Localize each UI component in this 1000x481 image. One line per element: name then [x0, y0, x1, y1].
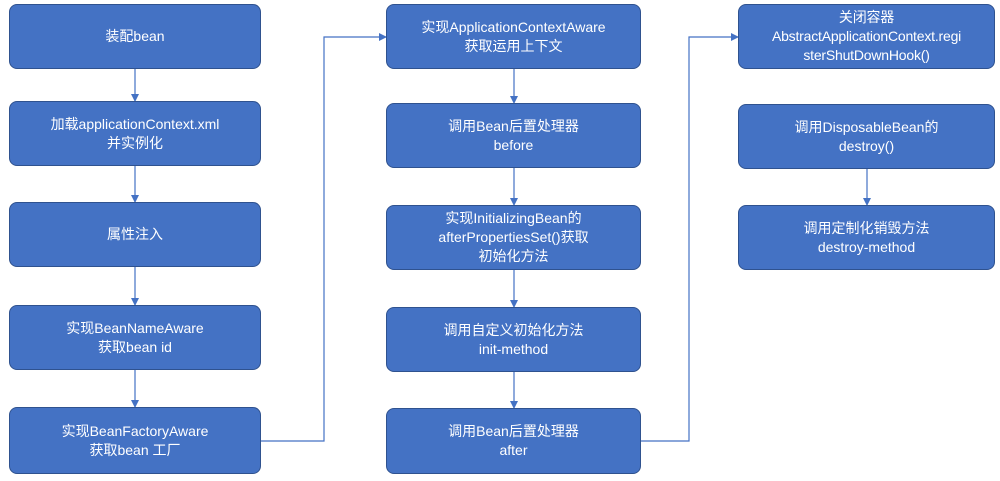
- node-init-method: 调用自定义初始化方法 init-method: [386, 307, 641, 372]
- node-text-line: after: [499, 442, 528, 458]
- node-text-line: init-method: [478, 340, 549, 357]
- node-bean-factory-aware: 实现BeanFactoryAware 获取bean 工厂: [9, 407, 261, 474]
- node-text-line: 属性注入: [107, 226, 163, 242]
- node-text-line: sterShutDownHook(): [803, 47, 930, 63]
- node-text-line: 实现ApplicationContextAware: [421, 18, 606, 35]
- node-initializing-bean: 实现InitializingBean的 afterPropertiesSet()…: [386, 205, 641, 270]
- node-text-line: 获取运用上下文: [464, 37, 563, 54]
- node-disposable-bean-destroy: 调用DisposableBean的 destroy(): [738, 104, 995, 169]
- node-text-line: before: [493, 136, 534, 153]
- node-bean-name-aware: 实现BeanNameAware 获取bean id: [9, 305, 261, 370]
- edge-n5-n6: [261, 33, 387, 442]
- node-load-and-instantiate: 加载applicationContext.xml 并实例化: [9, 101, 261, 166]
- node-text-line: 实现InitializingBean的: [445, 210, 582, 226]
- node-assemble-bean: 装配bean: [9, 4, 261, 69]
- node-text-line: 关闭容器: [838, 9, 895, 25]
- node-post-processor-after: 调用Bean后置处理器 after: [386, 408, 641, 474]
- node-close-container: 关闭容器 AbstractApplicationContext.regi ste…: [738, 4, 995, 69]
- node-property-injection: 属性注入: [9, 202, 261, 267]
- node-text-line: afterPropertiesSet()获取: [438, 229, 589, 245]
- node-text-line: 获取bean 工厂: [89, 441, 181, 458]
- node-text-line: AbstractApplicationContext.regi: [771, 28, 962, 44]
- node-text-line: 调用Bean后置处理器: [448, 117, 579, 134]
- node-text-line: 调用自定义初始化方法: [443, 321, 584, 338]
- node-destroy-method: 调用定制化销毁方法 destroy-method: [738, 205, 995, 270]
- node-text-line: 调用Bean后置处理器: [448, 423, 579, 439]
- node-text-line: 获取bean id: [98, 338, 172, 355]
- edge-n10-n11: [641, 33, 739, 442]
- node-text-line: 调用定制化销毁方法: [803, 219, 930, 236]
- node-post-processor-before: 调用Bean后置处理器 before: [386, 103, 641, 168]
- node-text-line: 初始化方法: [478, 248, 549, 264]
- node-text-line: 调用DisposableBean的: [794, 118, 939, 135]
- node-text-line: destroy(): [838, 137, 895, 154]
- node-text-line: 加载applicationContext.xml: [50, 115, 220, 132]
- node-text-line: 实现BeanNameAware: [66, 319, 204, 336]
- node-text-line: 并实例化: [107, 134, 163, 151]
- node-text-line: destroy-method: [817, 238, 916, 255]
- node-text-line: 实现BeanFactoryAware: [61, 422, 209, 439]
- node-application-context-aware: 实现ApplicationContextAware 获取运用上下文: [386, 4, 641, 69]
- node-text-line: 装配bean: [105, 28, 165, 44]
